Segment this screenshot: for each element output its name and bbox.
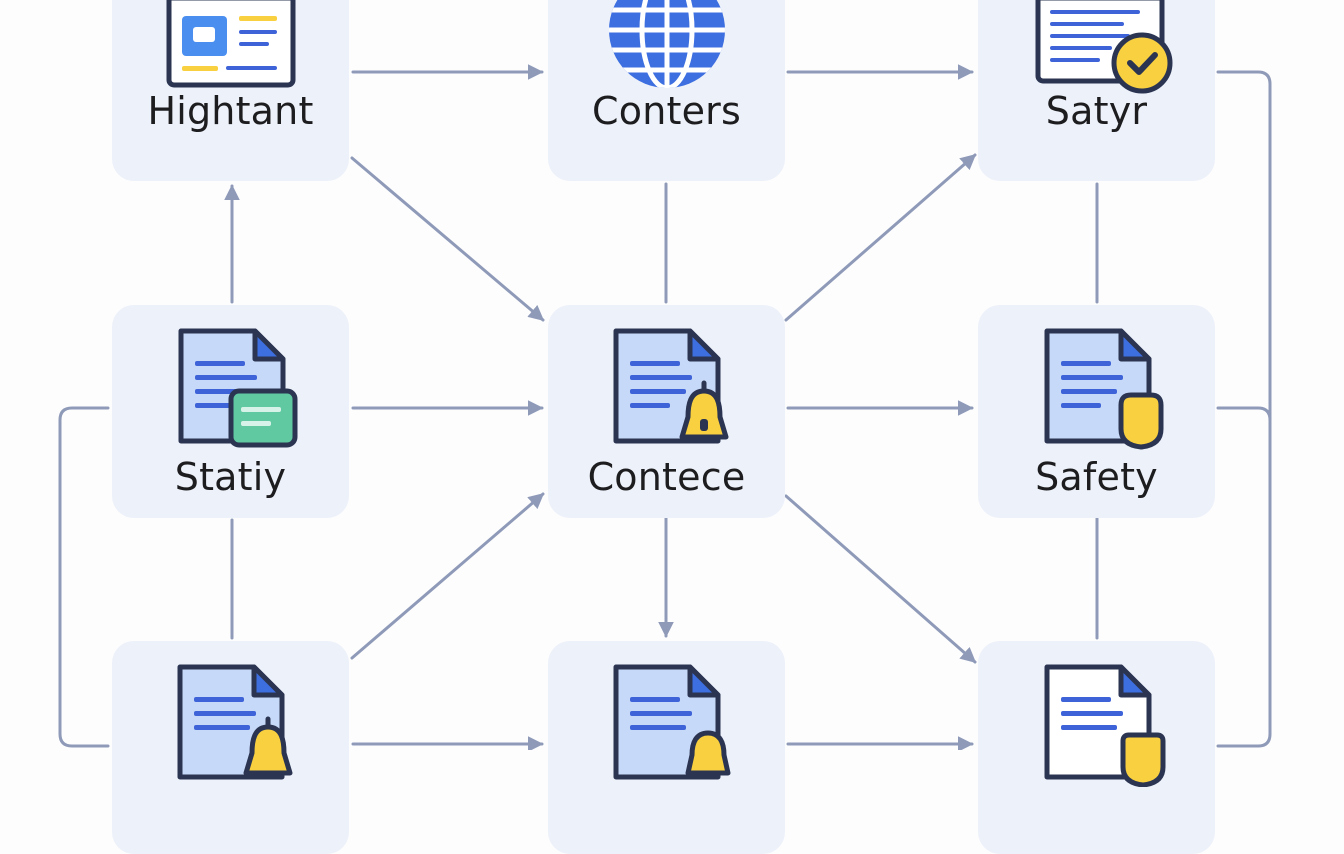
arrow-top-left-to-mid-mid bbox=[350, 156, 545, 322]
node-mid-mid[interactable]: Contece bbox=[548, 305, 785, 518]
node-label: Conters bbox=[592, 89, 741, 133]
arrow-bot-left-to-mid-mid bbox=[350, 492, 545, 660]
node-label: Hightant bbox=[147, 89, 314, 133]
node-mid-left[interactable]: Statiy bbox=[112, 305, 349, 518]
document-bell-icon bbox=[613, 664, 730, 780]
document-bell-icon bbox=[613, 328, 728, 444]
arrow-mid-mid-to-bot-right bbox=[784, 494, 977, 664]
node-bot-left[interactable] bbox=[112, 641, 349, 854]
document-chat-icon bbox=[178, 328, 297, 448]
document-shield-icon bbox=[1044, 328, 1163, 450]
loop-left bbox=[58, 406, 110, 748]
node-top-mid[interactable]: Conters bbox=[548, 0, 785, 181]
browser-window-icon bbox=[166, 0, 295, 88]
arrow-mid-mid-to-top-right bbox=[784, 153, 977, 322]
document-shield-icon bbox=[1044, 664, 1165, 787]
node-top-left[interactable]: Hightant bbox=[112, 0, 349, 181]
node-label: Statiy bbox=[174, 455, 287, 499]
node-mid-right[interactable]: Safety bbox=[978, 305, 1215, 518]
browser-check-icon bbox=[1035, 0, 1172, 94]
node-top-right[interactable]: Satyr bbox=[978, 0, 1215, 181]
node-label: Contece bbox=[587, 455, 746, 499]
connector-layer bbox=[58, 64, 1272, 750]
document-bell-icon bbox=[177, 664, 292, 780]
loop-right-mid bbox=[1216, 406, 1272, 422]
node-bot-right[interactable] bbox=[978, 641, 1215, 854]
node-label: Safety bbox=[1035, 455, 1158, 499]
node-bot-mid[interactable] bbox=[548, 641, 785, 854]
loop-right-top bbox=[1216, 70, 1272, 748]
node-label: Satyr bbox=[1045, 89, 1148, 133]
globe-icon bbox=[608, 0, 725, 88]
